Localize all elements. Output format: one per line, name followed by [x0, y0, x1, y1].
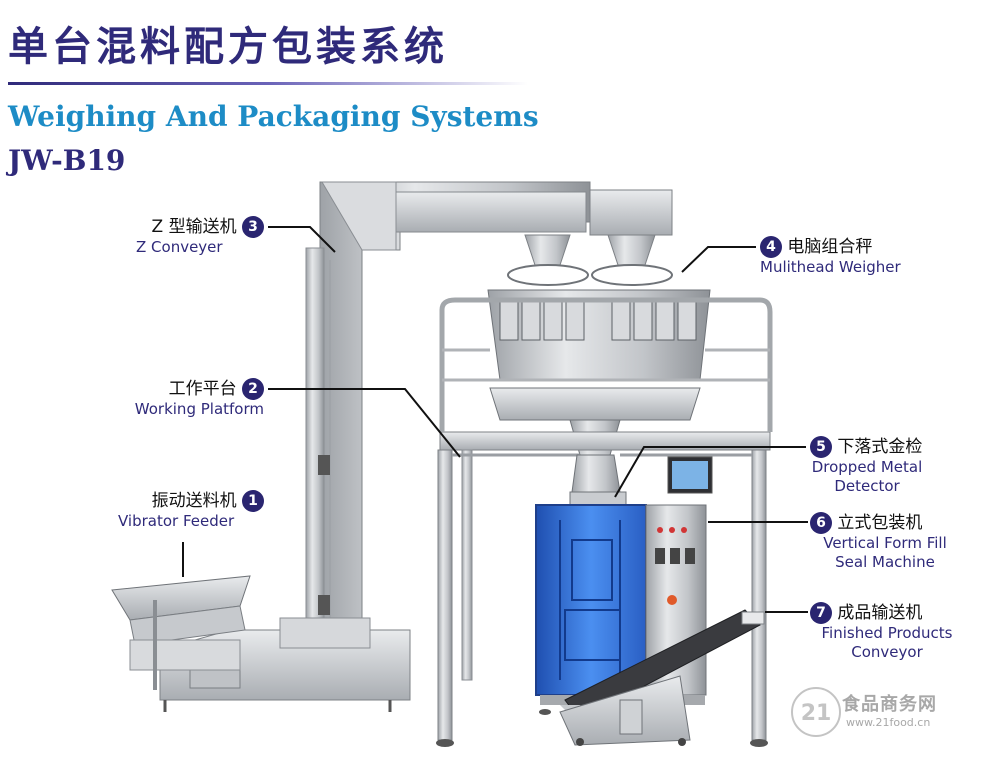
label-multihead-weigher-cn: 电脑组合秤 — [787, 237, 873, 257]
badge-5: 5 — [810, 436, 832, 458]
label-vffs: 6 立式包装机 Vertical Form Fill Seal Machine — [810, 512, 970, 572]
leader-line-2 — [268, 388, 461, 458]
label-vffs-cn: 立式包装机 — [837, 513, 923, 533]
label-vibrator-feeder: 振动送料机 1 Vibrator Feeder — [100, 490, 264, 531]
working-platform — [436, 297, 773, 747]
label-z-conveyer-en: Z Conveyer — [136, 238, 223, 256]
label-working-platform-cn: 工作平台 — [168, 379, 237, 399]
label-metal-detector-cn: 下落式金检 — [837, 437, 923, 457]
badge-4: 4 — [760, 236, 782, 258]
label-metal-detector-en-1: Dropped Metal — [811, 458, 923, 476]
label-finished-conveyor-cn: 成品输送机 — [837, 603, 923, 623]
model-number: JW-B19 — [8, 144, 126, 177]
label-vibrator-feeder-en: Vibrator Feeder — [118, 512, 235, 530]
label-z-conveyer: Z 型输送机 3 Z Conveyer — [120, 216, 264, 257]
watermark-logo: 21 — [791, 687, 841, 737]
label-metal-detector: 5 下落式金检 Dropped Metal Detector — [810, 436, 952, 496]
page-subtitle: Weighing And Packaging Systems — [8, 100, 539, 133]
label-metal-detector-en-2: Detector — [834, 477, 900, 495]
label-vibrator-feeder-cn: 振动送料机 — [151, 491, 237, 511]
leader-line-4 — [681, 246, 756, 273]
label-finished-conveyor: 7 成品输送机 Finished Products Conveyor — [810, 602, 972, 662]
label-multihead-weigher: 4 电脑组合秤 Mulithead Weigher — [760, 236, 901, 277]
vibrator-feeder — [111, 575, 251, 690]
label-z-conveyer-cn: Z 型输送机 — [151, 217, 237, 237]
label-working-platform-en: Working Platform — [134, 400, 264, 418]
badge-7: 7 — [810, 602, 832, 624]
label-multihead-weigher-en: Mulithead Weigher — [760, 258, 901, 276]
title-underline — [8, 82, 528, 85]
finished-conveyor — [559, 609, 765, 746]
badge-2: 2 — [242, 378, 264, 400]
watermark-logo-text: 21 — [801, 701, 832, 726]
multihead-weigher — [487, 189, 711, 456]
badge-1: 1 — [242, 490, 264, 512]
label-finished-conveyor-en-2: Conveyor — [851, 643, 923, 661]
watermark-name: 食品商务网 — [842, 694, 937, 715]
leader-line-5 — [614, 446, 806, 498]
badge-6: 6 — [810, 512, 832, 534]
badge-3: 3 — [242, 216, 264, 238]
label-vffs-en-1: Vertical Form Fill — [823, 534, 947, 552]
label-vffs-en-2: Seal Machine — [835, 553, 935, 571]
metal-detector — [569, 454, 627, 507]
page-title: 单台混料配方包装系统 — [8, 23, 448, 70]
label-working-platform: 工作平台 2 Working Platform — [110, 378, 264, 419]
label-finished-conveyor-en-1: Finished Products — [821, 624, 953, 642]
leader-line-3 — [268, 226, 336, 253]
watermark-url: www.21food.cn — [846, 716, 931, 729]
